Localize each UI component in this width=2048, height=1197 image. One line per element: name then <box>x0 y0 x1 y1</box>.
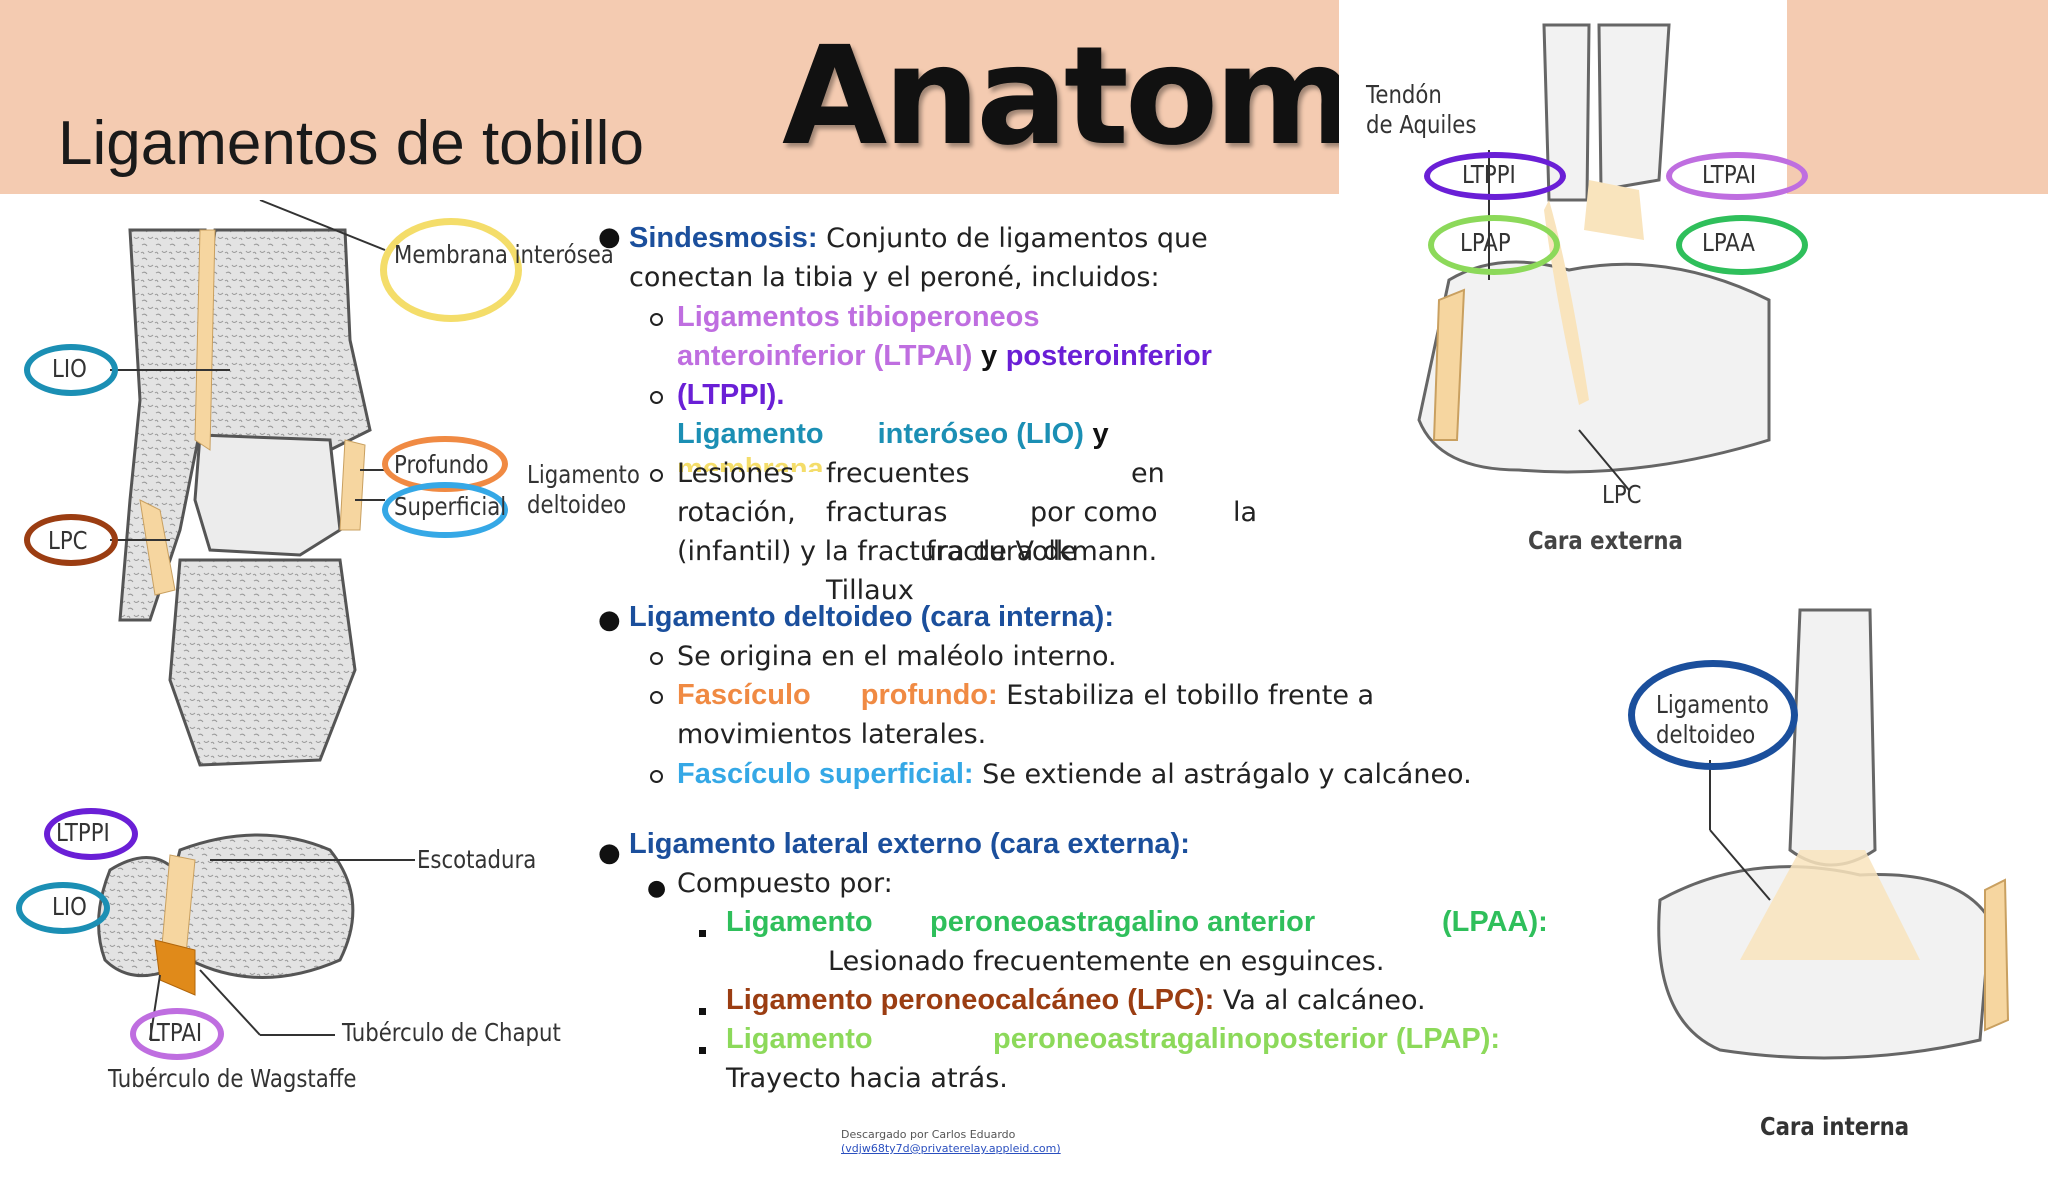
label-lio-top: LIO <box>52 892 87 921</box>
lpaa-c: (LPAA): <box>1442 906 1548 938</box>
circle-bullet <box>650 770 663 783</box>
lateral-sub: Compuesto por: <box>677 868 893 899</box>
caption-cara-externa: Cara externa <box>1528 526 1683 555</box>
circle-bullet <box>650 691 663 704</box>
label-tendon-aquiles: Tendón de Aquiles <box>1366 80 1477 139</box>
lpaa-a: Ligamento <box>726 906 873 938</box>
lpap-b: peroneoastragalinoposterior (LPAP): <box>993 1023 1501 1055</box>
ankle-internal-illustration <box>1657 608 2010 1060</box>
fasciculo-b: profundo: <box>860 679 998 711</box>
lesiones-a: Lesiones <box>677 458 795 489</box>
square-bullet <box>699 1047 706 1054</box>
download-credit: Descargado por Carlos Eduardo <box>841 1128 1016 1141</box>
lesiones-k: Tillaux <box>826 575 914 606</box>
ltp-text-b: anteroinferior (LTPAI) <box>677 340 973 372</box>
label-lpap-ext: LPAP <box>1460 228 1511 257</box>
deltoideo-item1: Se origina en el maléolo interno. <box>677 641 1117 672</box>
ltp-text-d: posteroinferior <box>1005 340 1212 372</box>
fasciculo-c: Estabiliza el tobillo frente a <box>1006 680 1375 711</box>
lio-ring <box>24 344 118 396</box>
label-ltpai-top: LTPAI <box>148 1018 203 1047</box>
lesiones-g: la <box>1233 497 1258 528</box>
ltpai-ring-top <box>130 1008 224 1060</box>
ankle-external-illustration <box>1339 0 1787 560</box>
ltp-text-a: Ligamentos tibioperoneos <box>677 301 1040 333</box>
label-deltoideo-int: Ligamento deltoideo <box>1656 690 1769 749</box>
label-lpaa-ext: LPAA <box>1702 228 1755 257</box>
bullet: ● <box>598 222 621 252</box>
sindesmosis-line1: Conjunto de ligamentos que <box>826 223 1208 254</box>
deltoideo-ring-int <box>1628 660 1798 770</box>
lesiones-j: de <box>1043 536 1077 567</box>
lesiones-f: por como <box>1030 497 1158 528</box>
label-profundo: Profundo <box>394 450 489 479</box>
header-band-right <box>1787 0 2048 194</box>
ltppi-ring-ext <box>1424 152 1566 200</box>
label-ltppi-ext: LTPPI <box>1462 160 1516 189</box>
label-membrana: Membrana interósea <box>394 240 614 269</box>
fasciculo-a: Fascículo <box>677 679 811 711</box>
lio-ring-top <box>16 882 110 934</box>
ankle-top-illustration <box>97 833 415 1041</box>
lpc-b: Va al calcáneo. <box>1222 985 1426 1016</box>
superficial-a: Fascículo superficial: <box>677 758 974 790</box>
lpaa-b: peroneoastragalino anterior <box>930 906 1316 938</box>
lpap-c: Trayecto hacia atrás. <box>726 1063 1008 1094</box>
header-band <box>0 0 1339 194</box>
fasciculo-d: movimientos laterales. <box>677 719 987 750</box>
page-subtitle: Ligamentos de tobillo <box>58 109 644 178</box>
label-ligamento-deltoideo-front: Ligamento deltoideo <box>527 460 640 519</box>
superficial-ring <box>382 482 508 538</box>
lesiones-b: frecuentes <box>826 458 970 489</box>
sindesmosis-heading: Sindesmosis: <box>629 222 818 254</box>
lpap-ring-ext <box>1428 215 1560 275</box>
circle-bullet <box>650 469 663 482</box>
lpaa-ring-ext <box>1676 215 1808 275</box>
ltpai-ring-ext <box>1666 152 1808 200</box>
label-ltpai-ext: LTPAI <box>1702 160 1757 189</box>
download-email-link[interactable]: (vdjw68ty7d@privaterelay.appleid.com) <box>841 1142 1061 1155</box>
label-lio-front: LIO <box>52 354 87 383</box>
bullet: ● <box>598 838 621 868</box>
lesiones-e: fracturas <box>826 497 948 528</box>
ankle-front-illustration <box>110 200 386 767</box>
square-bullet <box>699 1008 706 1015</box>
conj-y2: y <box>1092 418 1109 450</box>
square-bullet <box>699 930 706 937</box>
lio-text-b: interóseo (LIO) <box>877 418 1084 450</box>
lesiones-c: en <box>1131 458 1165 489</box>
ltp-text-e: (LTPPI). <box>677 379 785 411</box>
label-lpc-ext: LPC <box>1602 480 1642 509</box>
lesiones-i: fractura <box>926 536 1034 567</box>
circle-bullet <box>650 313 663 326</box>
membrana-ring <box>380 218 522 322</box>
conj-y: y <box>980 340 998 372</box>
label-wagstaffe: Tubérculo de Wagstaffe <box>108 1064 357 1093</box>
circle-bullet <box>650 652 663 665</box>
sindesmosis-line2: conectan la tibia y el peroné, incluidos… <box>629 262 1160 293</box>
lpc-a: Ligamento peroneocalcáneo (LPC): <box>726 984 1215 1016</box>
lesiones-d: rotación, <box>677 497 796 528</box>
circle-bullet <box>650 391 663 404</box>
label-chaput: Tubérculo de Chaput <box>342 1018 561 1047</box>
lateral-heading: Ligamento lateral externo (cara externa)… <box>629 828 1190 860</box>
superficial-b: Se extiende al astrágalo y calcáneo. <box>982 759 1472 790</box>
lesiones-h: (infantil) y la fractura de Volkmann. <box>677 536 1158 567</box>
bullet: ● <box>598 605 621 635</box>
lpap-a: Ligamento <box>726 1023 873 1055</box>
lio-text-a: Ligamento <box>677 418 824 450</box>
label-escotadura: Escotadura <box>417 845 537 874</box>
deltoideo-heading: Ligamento deltoideo (cara interna): <box>629 601 1114 633</box>
caption-cara-interna: Cara interna <box>1760 1112 1910 1141</box>
ltppi-ring-top <box>44 808 138 860</box>
lpc-ring <box>24 514 118 566</box>
label-superficial: Superficial <box>394 492 507 521</box>
membrana-text: membrana <box>677 453 824 472</box>
bullet: ● <box>647 876 667 901</box>
label-ltppi-top: LTPPI <box>56 818 110 847</box>
lpaa-d: Lesionado frecuentemente en esguinces. <box>828 946 1385 977</box>
label-lpc-front: LPC <box>48 526 88 555</box>
